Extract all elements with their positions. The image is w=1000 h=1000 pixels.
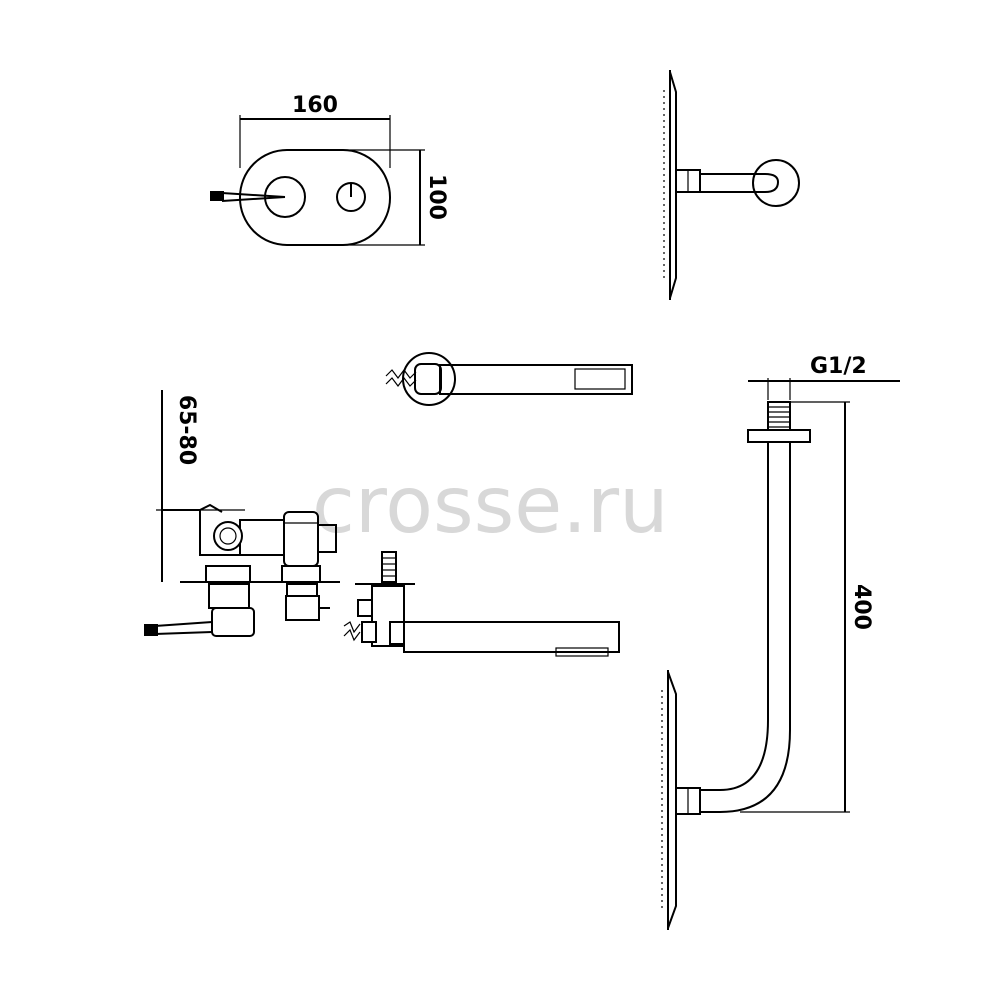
spout-side-port xyxy=(357,599,373,617)
hose-connector-thread xyxy=(343,621,361,634)
shower-arm-short xyxy=(700,173,780,193)
panel-height-label: 100 xyxy=(424,174,449,220)
panel-width-label: 160 xyxy=(292,93,338,118)
arm-tube-outer xyxy=(700,442,791,813)
mixer-side-lever xyxy=(154,621,213,627)
diverter-knob xyxy=(285,595,320,621)
hand-shower-handle xyxy=(439,364,633,395)
arm-ceiling-flange xyxy=(747,429,811,443)
mixer-front-view: 160 100 xyxy=(210,93,449,246)
mixer-escutcheon-knob xyxy=(208,583,250,609)
hand-shower-holder xyxy=(414,363,442,395)
mixer-lever-tip xyxy=(210,191,224,201)
mixer-faceplate xyxy=(239,149,391,246)
spout-threaded-inlet xyxy=(381,551,397,583)
mixer-sleeve xyxy=(205,565,251,583)
shower-head-side-view-bottom xyxy=(661,670,677,930)
shower-head-side-view-top xyxy=(663,70,800,300)
wall-depth-label: 65-80 xyxy=(174,395,199,465)
hose-thread xyxy=(385,369,417,379)
mixer-body-port xyxy=(213,521,243,551)
shower-arm-wall-flange xyxy=(752,159,800,207)
watermark-text: crosse.ru xyxy=(312,461,669,551)
hose-connector xyxy=(361,621,377,643)
mixer-side-view: 65-80 xyxy=(144,390,340,637)
spout-aerator xyxy=(555,647,609,657)
bath-spout-assembly xyxy=(343,551,620,657)
hand-shower xyxy=(385,352,633,406)
mixer-lever-hub xyxy=(211,607,255,637)
mixer-side-lever-tip xyxy=(144,624,158,636)
hand-shower-spray-face xyxy=(574,368,626,390)
arm-threaded-end xyxy=(767,401,791,431)
arm-length-label: 400 xyxy=(849,584,874,630)
mixer-cartridge xyxy=(283,511,319,567)
arm-tube-inner xyxy=(700,442,769,791)
ceiling-shower-arm: G1/2 400 xyxy=(675,354,900,815)
mixer-lever xyxy=(221,192,286,198)
thread-size-label: G1/2 xyxy=(810,354,867,379)
mixer-diverter-knob xyxy=(264,176,306,218)
spout-outlet xyxy=(403,621,620,653)
diverter-neck xyxy=(286,583,318,597)
